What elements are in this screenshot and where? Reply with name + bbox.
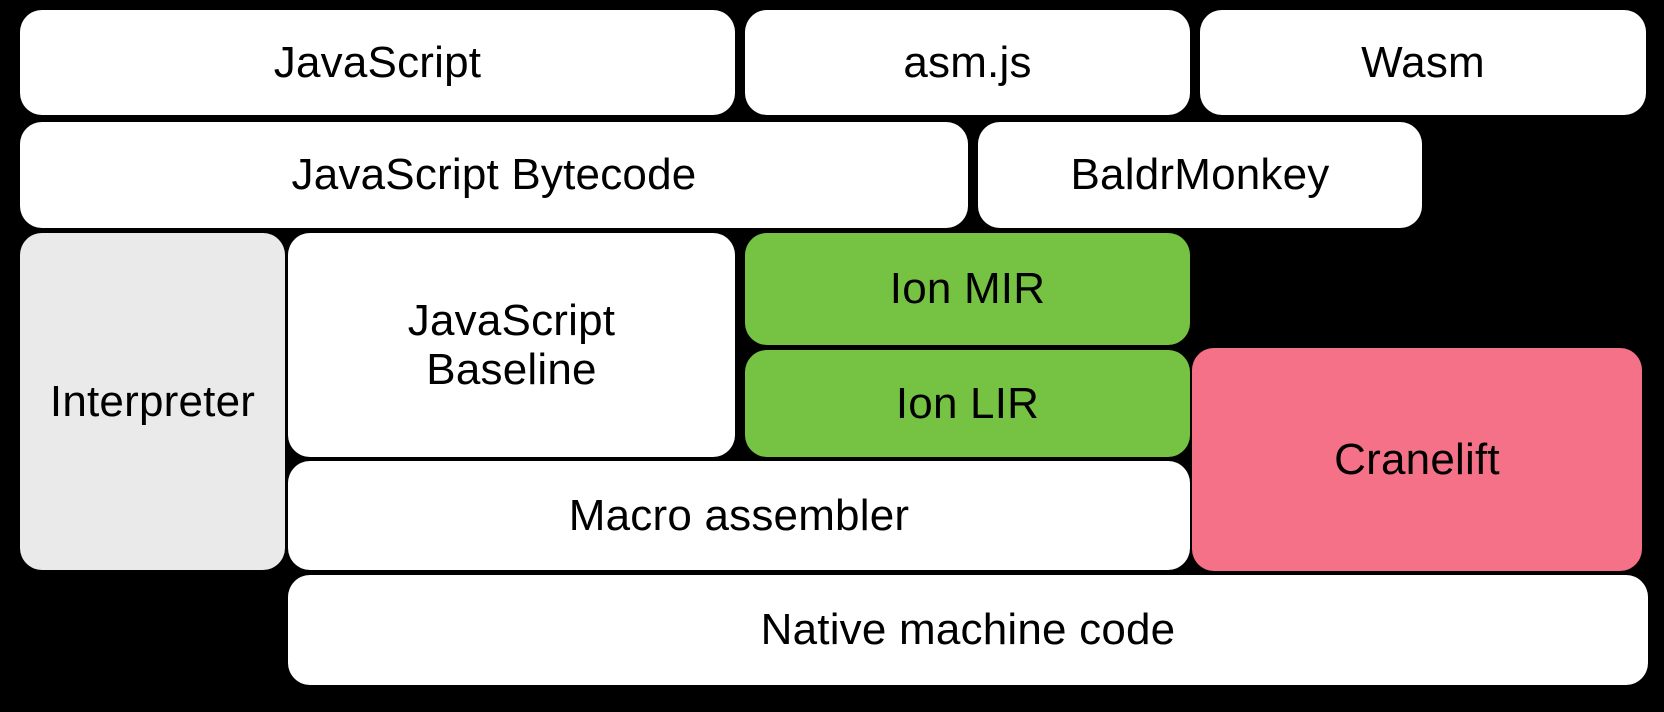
node-ion-lir: Ion LIR — [745, 350, 1190, 457]
node-asm-js: asm.js — [745, 10, 1190, 115]
node-ion-mir: Ion MIR — [745, 233, 1190, 345]
node-javascript-bytecode: JavaScript Bytecode — [20, 122, 968, 228]
node-javascript: JavaScript — [20, 10, 735, 115]
node-interpreter: Interpreter — [20, 233, 285, 570]
node-wasm: Wasm — [1200, 10, 1646, 115]
node-baldrmonkey: BaldrMonkey — [978, 122, 1422, 228]
node-javascript-baseline: JavaScript Baseline — [288, 233, 735, 457]
node-cranelift: Cranelift — [1192, 348, 1642, 571]
node-native-machine-code: Native machine code — [288, 575, 1648, 685]
node-macro-assembler: Macro assembler — [288, 461, 1190, 570]
